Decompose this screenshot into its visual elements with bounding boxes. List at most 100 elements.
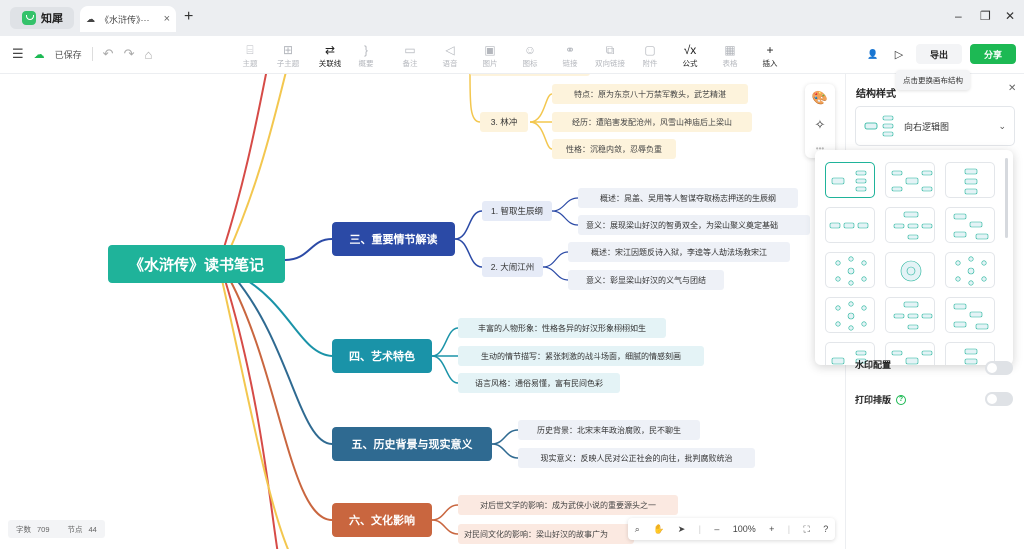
structure-option-down[interactable] xyxy=(885,207,935,243)
mindmap-leaf[interactable]: 经历：遭陷害发配沧州，风雪山神庙后上梁山 xyxy=(552,112,752,132)
redo-icon[interactable]: ↷ xyxy=(123,46,135,61)
zoom-in-button[interactable]: + xyxy=(769,524,775,534)
popup-scrollbar[interactable] xyxy=(1005,158,1008,238)
node-count: 44 xyxy=(88,524,97,534)
structure-thumb-icon xyxy=(953,303,989,330)
tool-7[interactable]: ☺图标 xyxy=(512,42,548,69)
minimize-icon[interactable]: – xyxy=(955,9,962,23)
more-icon[interactable]: ••• xyxy=(815,143,825,153)
mindmap-leaf[interactable]: 特点：原为东京八十万禁军教头，武艺精湛 xyxy=(552,84,748,104)
mindmap-leaf[interactable]: 历史背景：北宋末年政治腐败，民不聊生 xyxy=(518,420,700,440)
title-bar: 知犀 ☁ 《水浒传》··· × + – ❐ ✕ xyxy=(0,0,1024,36)
help-icon[interactable]: ? xyxy=(896,394,907,405)
tool-12[interactable]: ▦表格 xyxy=(712,42,748,69)
mindmap-branch[interactable]: 三、重要情节解读 xyxy=(332,222,455,256)
restore-icon[interactable]: ❐ xyxy=(980,9,991,23)
mindmap-subtopic[interactable]: 3. 林冲 xyxy=(480,112,528,132)
tool-13[interactable]: +插入 xyxy=(752,42,788,69)
tool-9[interactable]: ⧉双向链接 xyxy=(592,42,628,69)
menu-icon[interactable]: ☰ xyxy=(12,46,24,61)
structure-option-tree2[interactable] xyxy=(945,162,995,198)
tool-icon: ⊞ xyxy=(282,43,294,57)
mindmap-leaf[interactable]: 生动的情节描写：紧张刺激的战斗场面，细腻的情感刻画 xyxy=(458,346,704,366)
mindmap-leaf[interactable]: 语言风格：通俗易懂，富有民间色彩 xyxy=(458,373,620,393)
tool-4[interactable]: ▭备注 xyxy=(392,42,428,69)
structure-option-fish[interactable] xyxy=(825,342,875,365)
mindmap-leaf[interactable]: 概述：宋江因题反诗入狱，李逵等人劫法场救宋江 xyxy=(568,242,790,262)
structure-option-right2[interactable] xyxy=(885,297,935,333)
structure-option-fish2[interactable] xyxy=(885,342,935,365)
mindmap-leaf[interactable]: 性格：沉稳内敛，忍辱负重 xyxy=(552,139,676,159)
structure-thumb-icon xyxy=(893,301,933,330)
structure-thumb-icon xyxy=(829,222,869,229)
mindmap-subtopic[interactable]: 1. 智取生辰纲 xyxy=(482,201,552,221)
divider xyxy=(91,47,93,61)
structure-option-org[interactable] xyxy=(825,252,875,288)
share-button[interactable]: 分享 xyxy=(970,44,1016,64)
help-icon[interactable]: ? xyxy=(823,524,829,534)
structure-option-tree[interactable] xyxy=(885,162,935,198)
structure-option-right[interactable] xyxy=(825,162,875,198)
mindmap-leaf[interactable]: 意义：展现梁山好汉的智勇双全，为梁山聚义奠定基础 xyxy=(578,215,810,235)
watermark-label: 水印配置 xyxy=(855,360,892,370)
search-icon[interactable]: ⌕ xyxy=(634,523,640,534)
tool-label: 备注 xyxy=(402,59,418,68)
structure-thumb-icon xyxy=(964,168,978,195)
mindmap-branch[interactable]: 五、历史背景与现实意义 xyxy=(332,427,492,461)
new-tab-icon[interactable]: + xyxy=(184,8,194,25)
undo-icon[interactable]: ↶ xyxy=(102,46,114,61)
mindmap-leaf[interactable]: 对后世文学的影响：成为武侠小说的重要源头之一 xyxy=(458,495,678,515)
mindmap-branch[interactable]: 六、文化影响 xyxy=(332,503,432,537)
structure-option-radial[interactable] xyxy=(885,252,935,288)
mindmap-leaf[interactable]: 现实意义：反映人民对公正社会的向往，批判腐败统治 xyxy=(518,448,755,468)
structure-thumb-icon xyxy=(955,256,987,286)
tab-close-icon[interactable]: × xyxy=(163,13,170,25)
export-button[interactable]: 导出 xyxy=(916,44,962,64)
tool-3[interactable]: }概要 xyxy=(348,42,384,69)
fit-screen-icon[interactable]: ⛶ xyxy=(803,523,810,534)
present-icon[interactable]: ▷ xyxy=(894,48,904,61)
collaborate-icon[interactable]: 👤 xyxy=(867,48,879,59)
app-home-tab[interactable]: 知犀 xyxy=(10,7,74,29)
tool-6[interactable]: ▣图片 xyxy=(472,42,508,69)
pointer-tool-icon[interactable]: ➤ xyxy=(677,523,686,534)
hand-tool-icon[interactable]: ✋ xyxy=(653,523,665,534)
mindmap-branch[interactable]: 四、艺术特色 xyxy=(332,339,432,373)
tool-label: 语音 xyxy=(442,59,458,68)
palette-icon[interactable]: 🎨 xyxy=(811,89,829,105)
tool-10[interactable]: ▢附件 xyxy=(632,42,668,69)
zoom-out-button[interactable]: – xyxy=(714,524,720,534)
structure-option-up[interactable] xyxy=(945,297,995,333)
print-layout-toggle[interactable] xyxy=(985,392,1013,406)
mindmap-subtopic[interactable]: 2. 大闹江州 xyxy=(482,257,543,277)
mindmap-canvas[interactable]: 3. 林冲 特点：原为东京八十万禁军教头，武艺精湛 经历：遭陷害发配沧州，风雪山… xyxy=(0,74,845,549)
mindmap-leaf[interactable]: 丰富的人物形象：性格各异的好汉形象栩栩如生 xyxy=(458,318,666,338)
tool-8[interactable]: ⚭链接 xyxy=(552,42,588,69)
mindmap-root[interactable]: 《水浒传》读书笔记 xyxy=(108,245,285,283)
magic-style-icon[interactable]: ✧ xyxy=(814,116,826,132)
structure-option-down2[interactable] xyxy=(945,207,995,243)
mindmap-leaf[interactable] xyxy=(470,74,590,76)
tool-icon: ⇄ xyxy=(324,43,336,57)
cloud-saved-icon: ☁ xyxy=(33,48,45,61)
window-close-icon[interactable]: ✕ xyxy=(1005,9,1016,23)
structure-select[interactable]: 向右逻辑图 ⌄ xyxy=(855,106,1015,146)
tool-1[interactable]: ⊞子主题 xyxy=(270,42,306,69)
structure-option-list[interactable] xyxy=(945,342,995,365)
tool-5[interactable]: ◁语音 xyxy=(432,42,468,69)
structure-option-radial2[interactable] xyxy=(945,252,995,288)
structure-thumb-icon xyxy=(831,350,867,365)
format-brush-icon[interactable]: ⌂ xyxy=(144,46,153,62)
mindmap-leaf[interactable]: 对民间文化的影响：梁山好汉的故事广为 xyxy=(458,524,634,544)
watermark-toggle[interactable] xyxy=(985,361,1013,375)
panel-close-icon[interactable]: ✕ xyxy=(1008,83,1017,94)
structure-option-line[interactable] xyxy=(825,207,875,243)
tool-0[interactable]: ⌸主题 xyxy=(232,42,268,69)
document-tab[interactable]: ☁ 《水浒传》··· × xyxy=(80,6,176,32)
structure-thumb-icon xyxy=(891,170,933,192)
structure-option-web[interactable] xyxy=(825,297,875,333)
mindmap-leaf[interactable]: 意义：彰显梁山好汉的义气与团结 xyxy=(568,270,724,290)
mindmap-leaf[interactable]: 概述：晁盖、吴用等人智谋夺取杨志押送的生辰纲 xyxy=(578,188,798,208)
tool-2[interactable]: ⇄关联线 xyxy=(312,42,348,69)
